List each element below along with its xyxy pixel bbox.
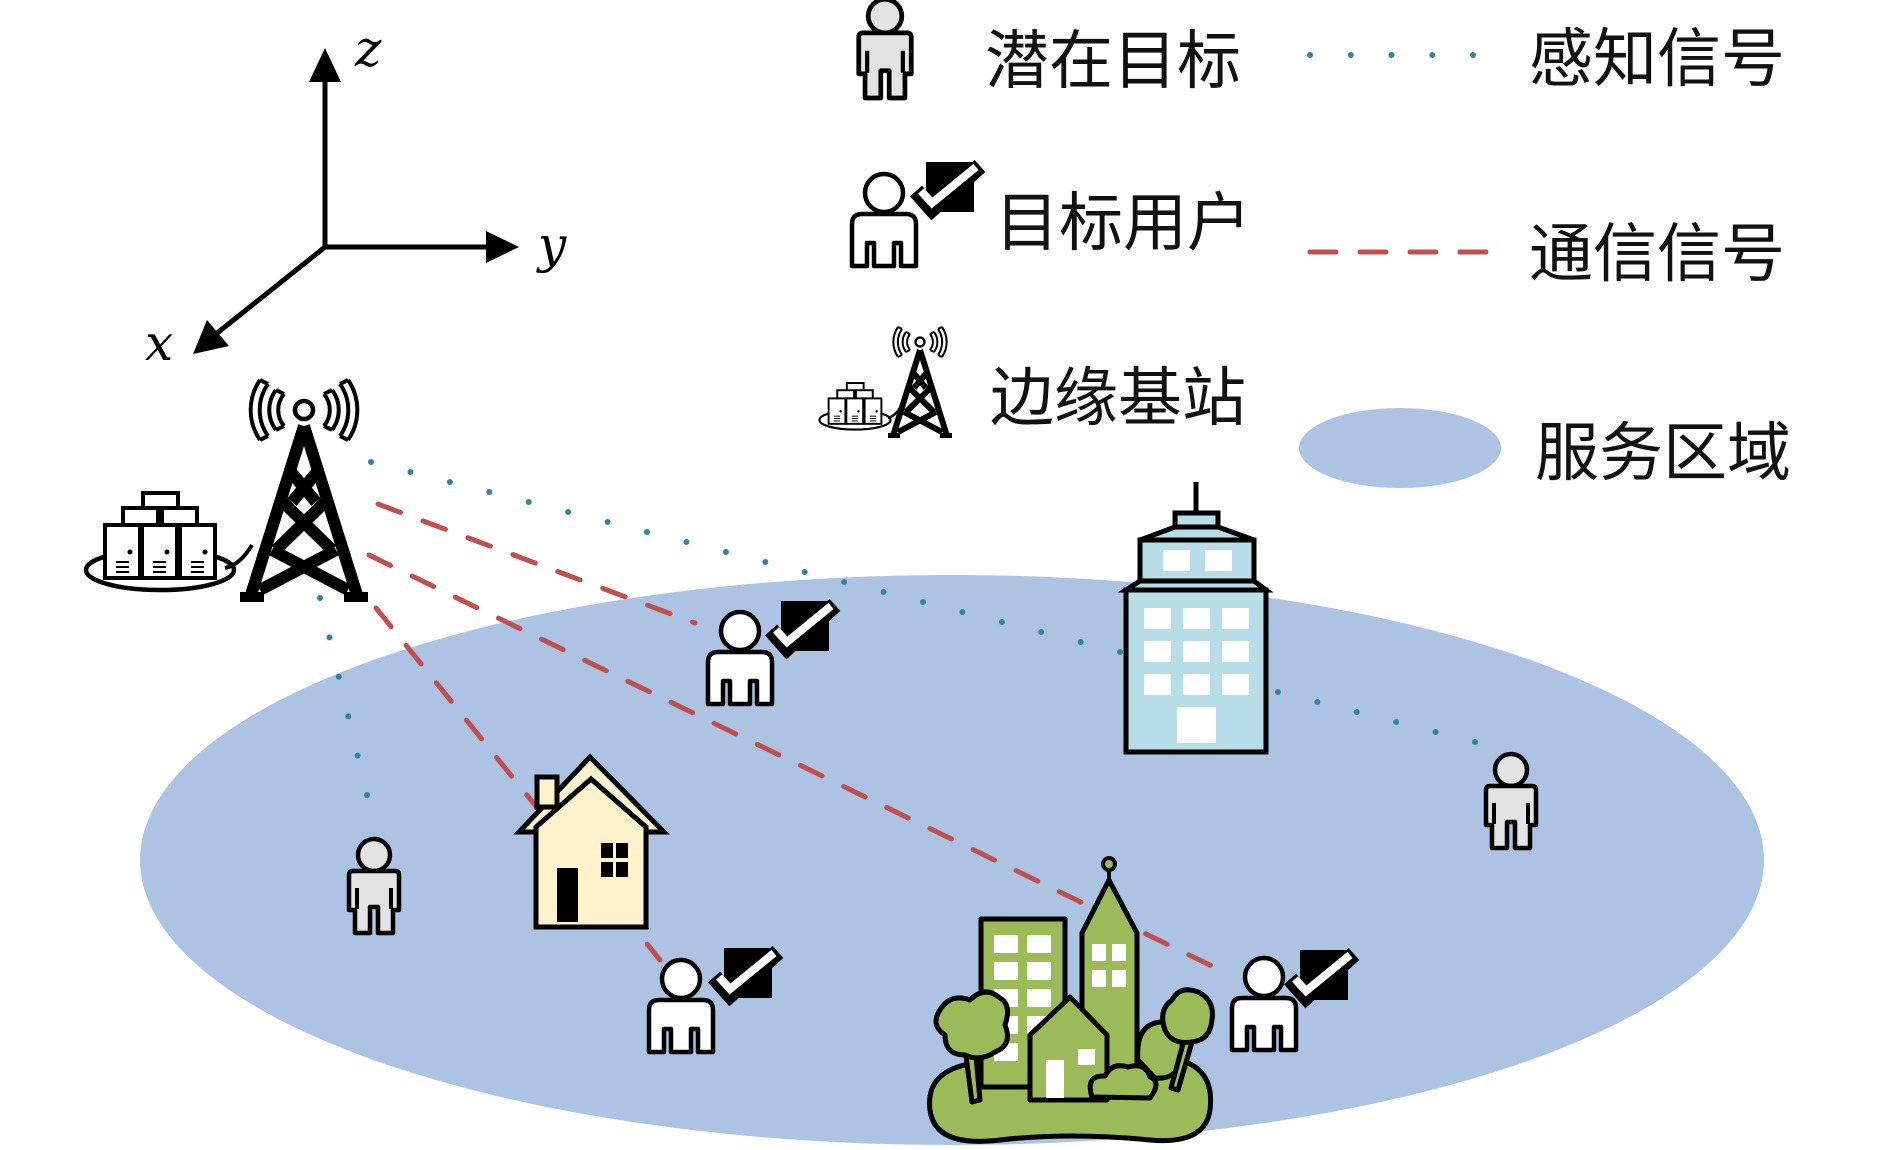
x-axis-label: x: [145, 314, 173, 372]
sensing-dot-to-target-2: [1077, 639, 1084, 645]
x-axis-arrowhead: [193, 320, 229, 354]
sensing-dot-to-target-2: [1117, 649, 1124, 655]
legend-sensing-dot: [1388, 52, 1395, 58]
sensing-dot-to-target-1: [317, 595, 323, 601]
legend-item-edge-base-station: 边缘基站: [818, 327, 1246, 438]
house: [513, 753, 670, 930]
coordinate-axes: z y x: [145, 20, 567, 372]
sensing-dot-to-target-2: [1314, 699, 1321, 705]
sensing-dot-to-target-1: [354, 752, 361, 759]
sensing-dot-to-target-2: [446, 479, 453, 485]
city-cluster: [927, 856, 1215, 1144]
edge-base-station: [86, 380, 368, 602]
base-station-tower-icon: [888, 327, 952, 438]
legend-sensing-dot: [1429, 52, 1436, 58]
legend-item-service-area: 服务区域: [1299, 408, 1791, 491]
sensing-dot-to-target-2: [486, 489, 493, 495]
sensing-dot-to-target-2: [1353, 709, 1360, 715]
sensing-dot-to-target-2: [762, 559, 769, 565]
comm-link-user-1: [375, 501, 698, 626]
legend-label-service-area: 服务区域: [1535, 417, 1791, 491]
sensing-dot-to-target-2: [683, 539, 690, 545]
server-cable: [224, 543, 254, 570]
legend: 潜在目标 目标用户 边缘基站 感知信号 通信信号 服务区域: [818, 0, 1791, 491]
y-axis-arrowhead: [486, 231, 519, 263]
city-tree-left: [933, 989, 1011, 1105]
comm-link-user-3: [366, 552, 1223, 973]
sensing-dot-to-target-2: [1038, 629, 1045, 635]
y-axis-label: y: [536, 216, 567, 274]
user-person-icon: [852, 174, 916, 266]
edge-server-icon: [818, 381, 892, 431]
sensing-dot-to-target-2: [1472, 739, 1478, 745]
sensing-dot-to-target-2: [880, 589, 887, 595]
sensing-dot-to-target-2: [722, 549, 729, 555]
sensing-dot-to-target-1: [364, 792, 370, 798]
potential-target-icon: [859, 0, 912, 98]
sensing-dot-to-target-2: [1393, 719, 1400, 725]
service-area-swatch: [1299, 408, 1501, 488]
legend-item-communication-signal: 通信信号: [1307, 218, 1785, 292]
legend-label-edge-base-station: 边缘基站: [990, 362, 1246, 436]
sensing-dot-to-target-2: [920, 599, 926, 605]
sensing-dot-to-target-1: [326, 634, 333, 641]
legend-label-target-user: 目标用户: [995, 187, 1251, 261]
z-axis-arrowhead: [309, 48, 341, 82]
sensing-dot-to-target-2: [407, 469, 414, 475]
office-building: [1117, 482, 1274, 755]
legend-label-sensing-signal: 感知信号: [1529, 23, 1785, 97]
sensing-dot-to-target-2: [841, 579, 848, 585]
legend-label-potential-target: 潜在目标: [985, 25, 1241, 99]
legend-sensing-dot: [1347, 52, 1354, 58]
city-tree-right: [1160, 987, 1215, 1093]
legend-item-potential-target: 潜在目标: [859, 0, 1241, 99]
legend-sensing-dot: [1470, 52, 1476, 58]
x-axis: [214, 245, 327, 336]
sensing-dot-to-target-2: [1432, 729, 1439, 735]
city-bush-front: [1087, 1063, 1159, 1101]
sensing-dot-to-target-2: [959, 609, 966, 615]
sensing-dot-to-target-2: [644, 529, 650, 535]
legend-label-communication-signal: 通信信号: [1529, 218, 1785, 292]
sensing-dot-to-target-1: [345, 713, 352, 720]
base-station-tower-icon: [240, 380, 368, 602]
sensing-dot-to-target-2: [998, 619, 1005, 625]
sensing-dot-to-target-2: [368, 459, 374, 465]
legend-item-sensing-signal: 感知信号: [1307, 23, 1785, 97]
legend-item-target-user: 目标用户: [852, 162, 1251, 266]
sensing-dot-to-target-2: [525, 499, 532, 505]
sensing-dot-to-target-2: [604, 519, 611, 525]
legend-sensing-dot: [1307, 52, 1313, 58]
sensing-dot-to-target-2: [1274, 689, 1281, 695]
sensing-dot-to-target-1: [335, 673, 342, 680]
sensing-dot-to-target-2: [801, 569, 808, 575]
sensing-signal-swatch: [1307, 52, 1476, 58]
service-area-ellipse: [140, 575, 1764, 1145]
z-axis-label: z: [354, 20, 382, 78]
communication-signal-lines: [366, 501, 1223, 973]
checkbox-icon: [916, 162, 980, 212]
edge-server-icon: [86, 493, 234, 590]
sensing-dot-to-target-2: [565, 509, 572, 515]
